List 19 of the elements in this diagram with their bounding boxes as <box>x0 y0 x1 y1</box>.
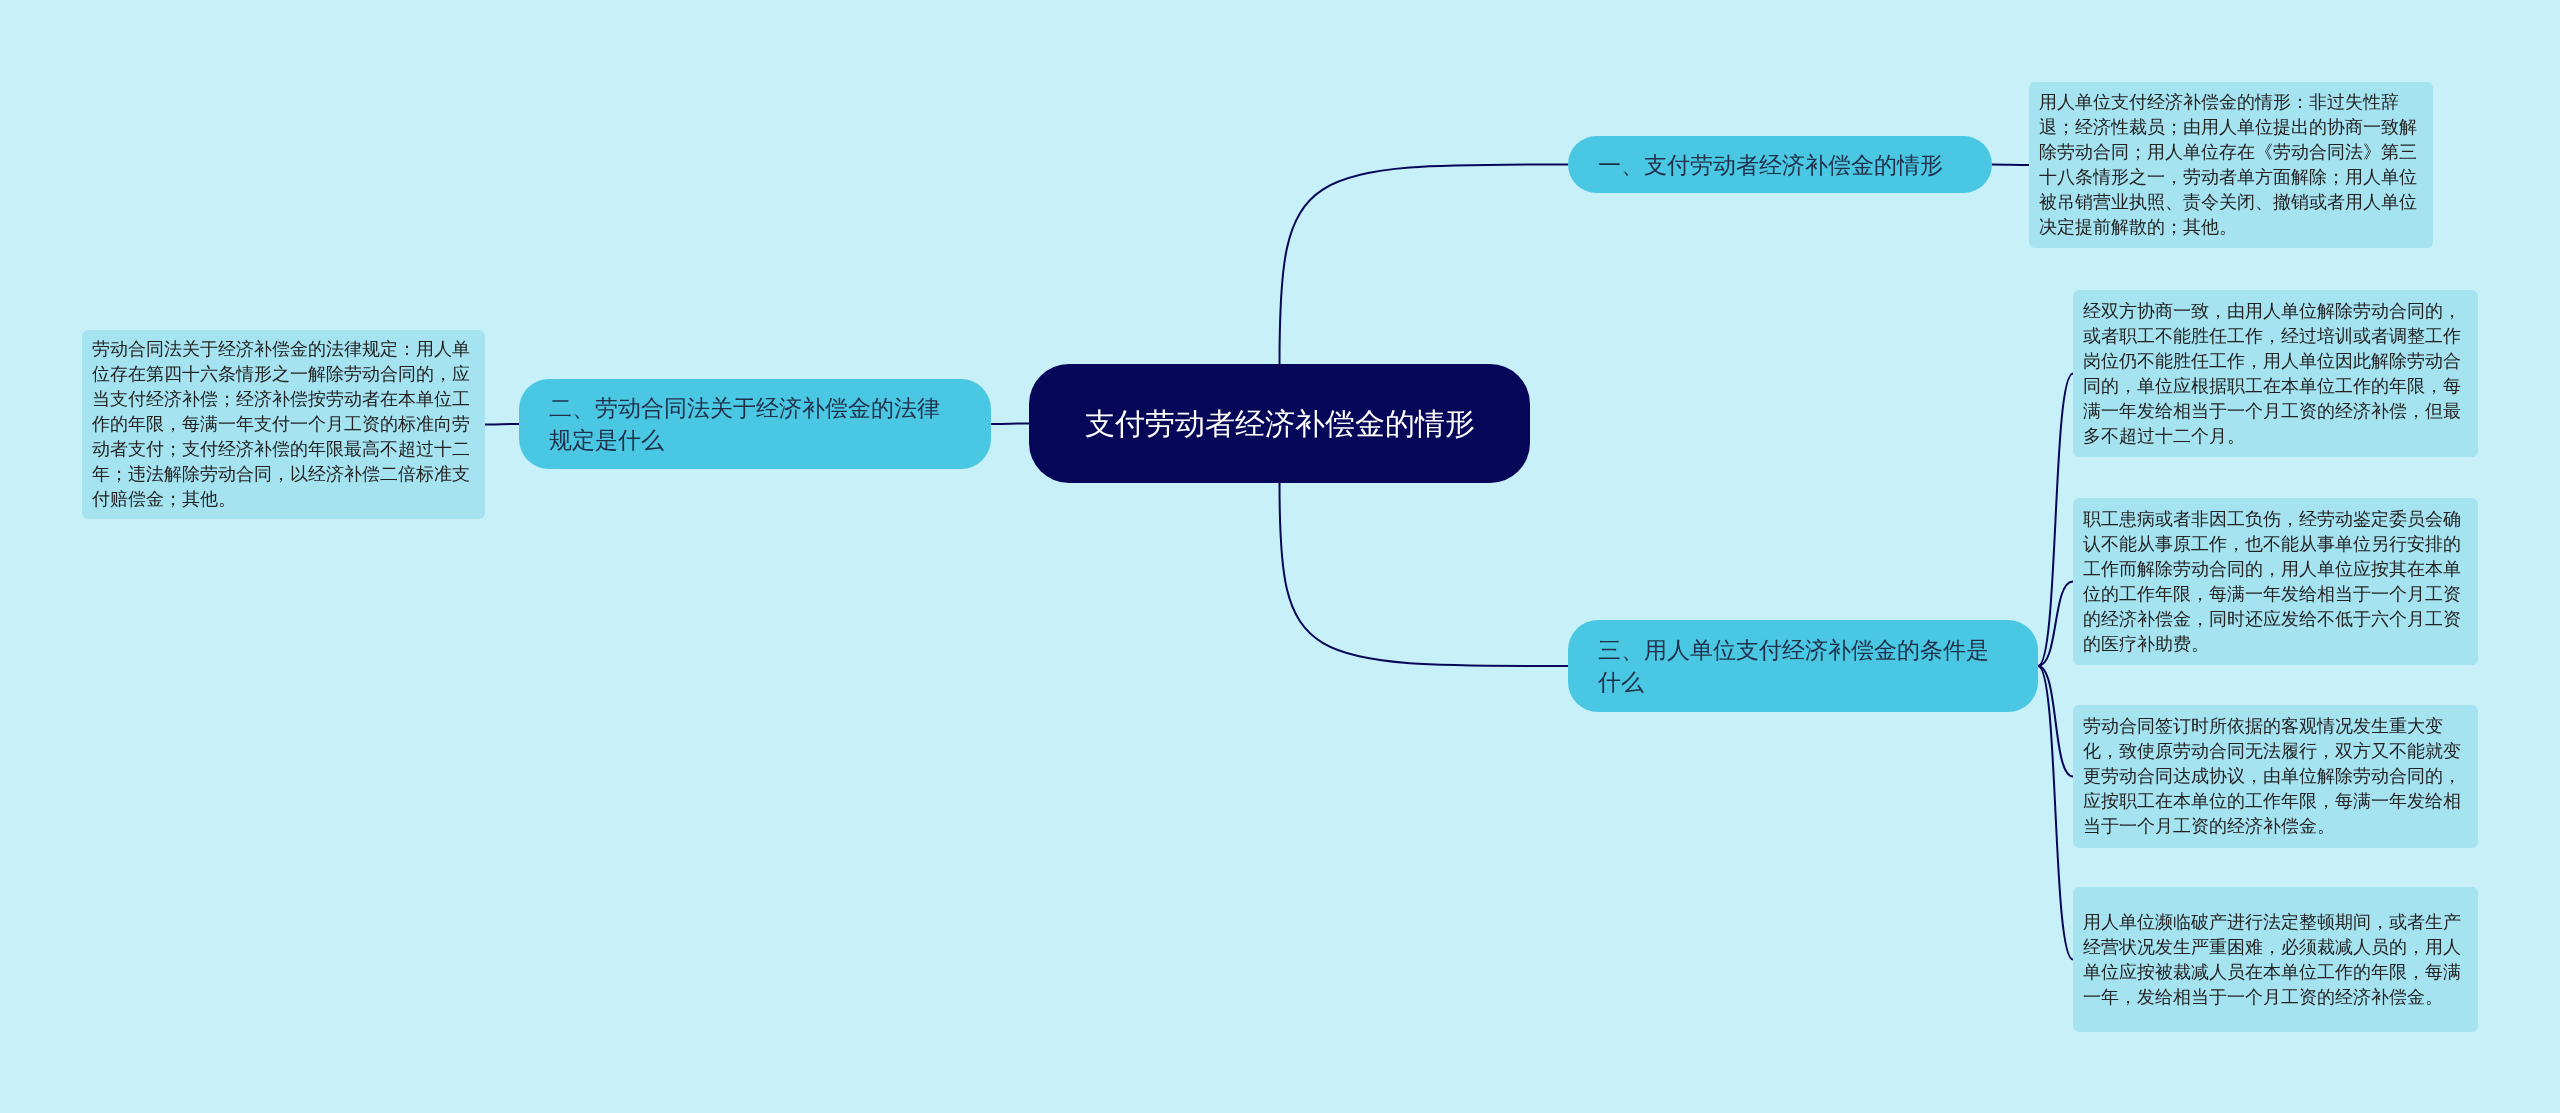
note-box: 劳动合同法关于经济补偿金的法律规定：用人单位存在第四十六条情形之一解除劳动合同的，应当支付经济补偿；经济补偿按劳动者在本单位工作的年限，每满一年支付一个月工资的标准向劳动者支付；支付经济补偿的年限最高不超过十二年；违法解除劳动合同，以经济补偿二倍标准支付赔偿金；其他。 <box>82 330 485 519</box>
connector-line <box>2037 372 2074 667</box>
connector-line <box>1278 482 1569 667</box>
topic-box: 三、用人单位支付经济补偿金的条件是什么 <box>1568 620 2038 712</box>
connector-line <box>484 423 520 426</box>
connector-line <box>1991 163 2030 166</box>
topic-box: 二、劳动合同法关于经济补偿金的法律规定是什么 <box>519 379 991 469</box>
root-topic-box: 支付劳动者经济补偿金的情形 <box>1029 364 1530 483</box>
connector-line <box>2037 665 2074 778</box>
note-box: 用人单位支付经济补偿金的情形：非过失性辞退；经济性裁员；由用人单位提出的协商一致解除劳动合同；用人单位存在《劳动合同法》第三十八条情形之一，劳动者单方面解除；用人单位被吊销营业执照、责令关闭、撤销或者用人单位决定提前解散的；其他。 <box>2029 82 2433 248</box>
connector-line <box>990 422 1030 425</box>
connector-line <box>1278 163 1569 365</box>
note-box: 职工患病或者非因工负伤，经劳动鉴定委员会确认不能从事原工作，也不能从事单位另行安排的工作而解除劳动合同的，用人单位应按其在本单位的工作年限，每满一年发给相当于一个月工资的经济补偿金，同时还应发给不低于六个月工资的医疗补助费。 <box>2073 498 2478 665</box>
note-box: 用人单位濒临破产进行法定整顿期间，或者生产经营状况发生严重困难，必须裁减人员的，用人单位应按被裁减人员在本单位工作的年限，每满一年，发给相当于一个月工资的经济补偿金。 <box>2073 887 2478 1032</box>
topic-box: 一、支付劳动者经济补偿金的情形 <box>1568 136 1992 193</box>
note-box: 经双方协商一致，由用人单位解除劳动合同的，或者职工不能胜任工作，经过培训或者调整工作岗位仍不能胜任工作，用人单位因此解除劳动合同的，单位应根据职工在本单位工作的年限，每满一年发给相当于一个月工资的经济补偿，但最多不超过十二个月。 <box>2073 290 2478 457</box>
connector-line <box>2037 580 2074 667</box>
connector-line <box>2037 665 2074 961</box>
note-box: 劳动合同签订时所依据的客观情况发生重大变化，致使原劳动合同无法履行，双方又不能就变更劳动合同达成协议，由单位解除劳动合同的，应按职工在本单位的工作年限，每满一年发给相当于一个月工资的经济补偿金。 <box>2073 705 2478 848</box>
